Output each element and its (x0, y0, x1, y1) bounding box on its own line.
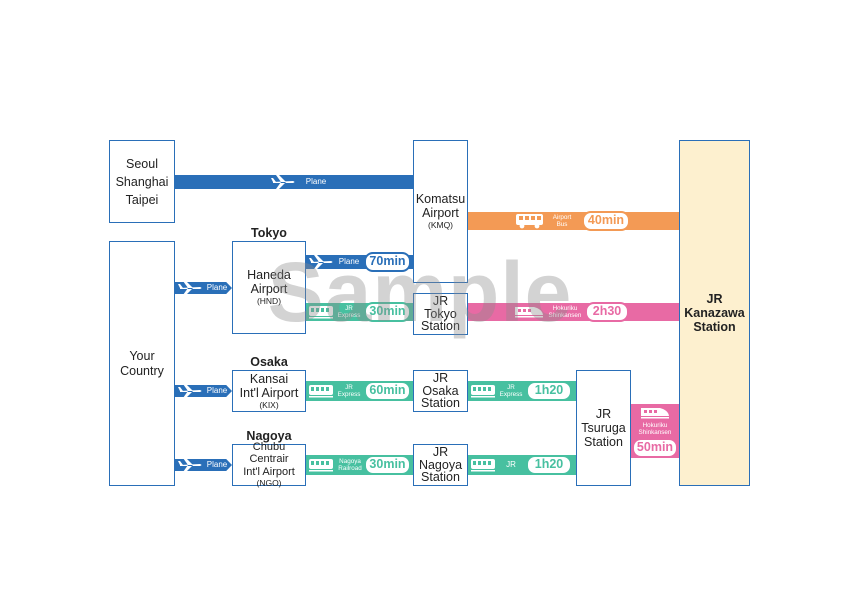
jr-express-label: JR Express (337, 305, 361, 319)
komatsu-airport-name: Komatsu Airport (415, 192, 466, 220)
tsuruga-station-box: JR Tsuruga Station (576, 370, 631, 486)
plane-label: Plane (206, 460, 228, 469)
shinkansen-icon (641, 408, 669, 419)
plane-icon (178, 458, 202, 472)
chubu-airport-code: (NGO) (256, 478, 282, 489)
plane-icon (178, 384, 202, 398)
origin-asia-label: Seoul Shanghai Taipei (115, 156, 169, 207)
tokyo-station-label: JR Tokyo Station (421, 294, 460, 334)
haneda-airport-box: Haneda Airport (HND) (232, 241, 306, 334)
shinkansen-label: Hokuriku Shinkansen (548, 305, 582, 319)
komatsu-airport-code: (KMQ) (427, 220, 454, 230)
nagoya-station-label: JR Nagoya Station (418, 445, 463, 485)
kanazawa-station-label: JR Kanazawa Station (684, 292, 745, 334)
shinkansen-icon (515, 307, 543, 318)
time-badge: 30min (364, 455, 411, 475)
time-badge: 30min (364, 302, 411, 322)
plane-label: Plane (206, 283, 228, 292)
time-badge: 40min (582, 211, 630, 231)
time-badge: 1h20 (526, 455, 572, 475)
your-country-box: Your Country (109, 241, 175, 486)
header-osaka: Osaka (250, 355, 288, 369)
osaka-station-box: JR Osaka Station (413, 370, 468, 412)
jr-label: JR (506, 460, 516, 469)
time-badge: 1h20 (526, 381, 572, 401)
plane-label: Plane (338, 257, 360, 266)
plane-label: Plane (206, 386, 228, 395)
train-icon (309, 306, 333, 319)
origin-asia-box: Seoul Shanghai Taipei (109, 140, 175, 223)
osaka-station-label: JR Osaka Station (421, 371, 460, 411)
jr-express-label: JR Express (499, 384, 523, 398)
kanazawa-station-box: JR Kanazawa Station (679, 140, 750, 486)
train-icon (309, 385, 333, 398)
bus-icon (516, 214, 543, 229)
chubu-airport-name: Chubu Centrair Int'l Airport (243, 440, 295, 478)
plane-icon (271, 175, 295, 189)
time-badge: 50min (632, 438, 678, 458)
haneda-airport-code: (HND) (256, 296, 282, 306)
jr-express-label: JR Express (337, 384, 361, 398)
train-icon (309, 459, 333, 472)
railroad-label: Nagoya Railroad (338, 458, 362, 472)
kansai-airport-code: (KIX) (259, 399, 279, 410)
time-badge: 2h30 (585, 302, 629, 322)
plane-label: Plane (305, 177, 327, 186)
time-badge: 70min (364, 252, 411, 272)
plane-icon (309, 255, 333, 269)
train-icon (471, 385, 495, 398)
kansai-airport-box: Kansai Int'l Airport (KIX) (232, 370, 306, 412)
header-nagoya: Nagoya (246, 429, 292, 443)
haneda-airport-name: Haneda Airport (247, 268, 291, 296)
airport-bus-label: Airport Bus (552, 214, 572, 228)
nagoya-station-box: JR Nagoya Station (413, 444, 468, 486)
time-badge: 60min (364, 381, 411, 401)
kansai-airport-name: Kansai Int'l Airport (239, 371, 299, 400)
train-icon (471, 459, 495, 472)
header-tokyo: Tokyo (251, 226, 287, 240)
plane-icon (178, 281, 202, 295)
chubu-airport-box: Chubu Centrair Int'l Airport (NGO) (232, 440, 306, 489)
tokyo-station-box: JR Tokyo Station (413, 293, 468, 335)
komatsu-airport-box: Komatsu Airport (KMQ) (413, 140, 468, 283)
tsuruga-station-label: JR Tsuruga Station (581, 407, 626, 449)
your-country-label: Your Country (120, 348, 164, 378)
shinkansen-label: Hokuriku Shinkansen (638, 422, 672, 436)
